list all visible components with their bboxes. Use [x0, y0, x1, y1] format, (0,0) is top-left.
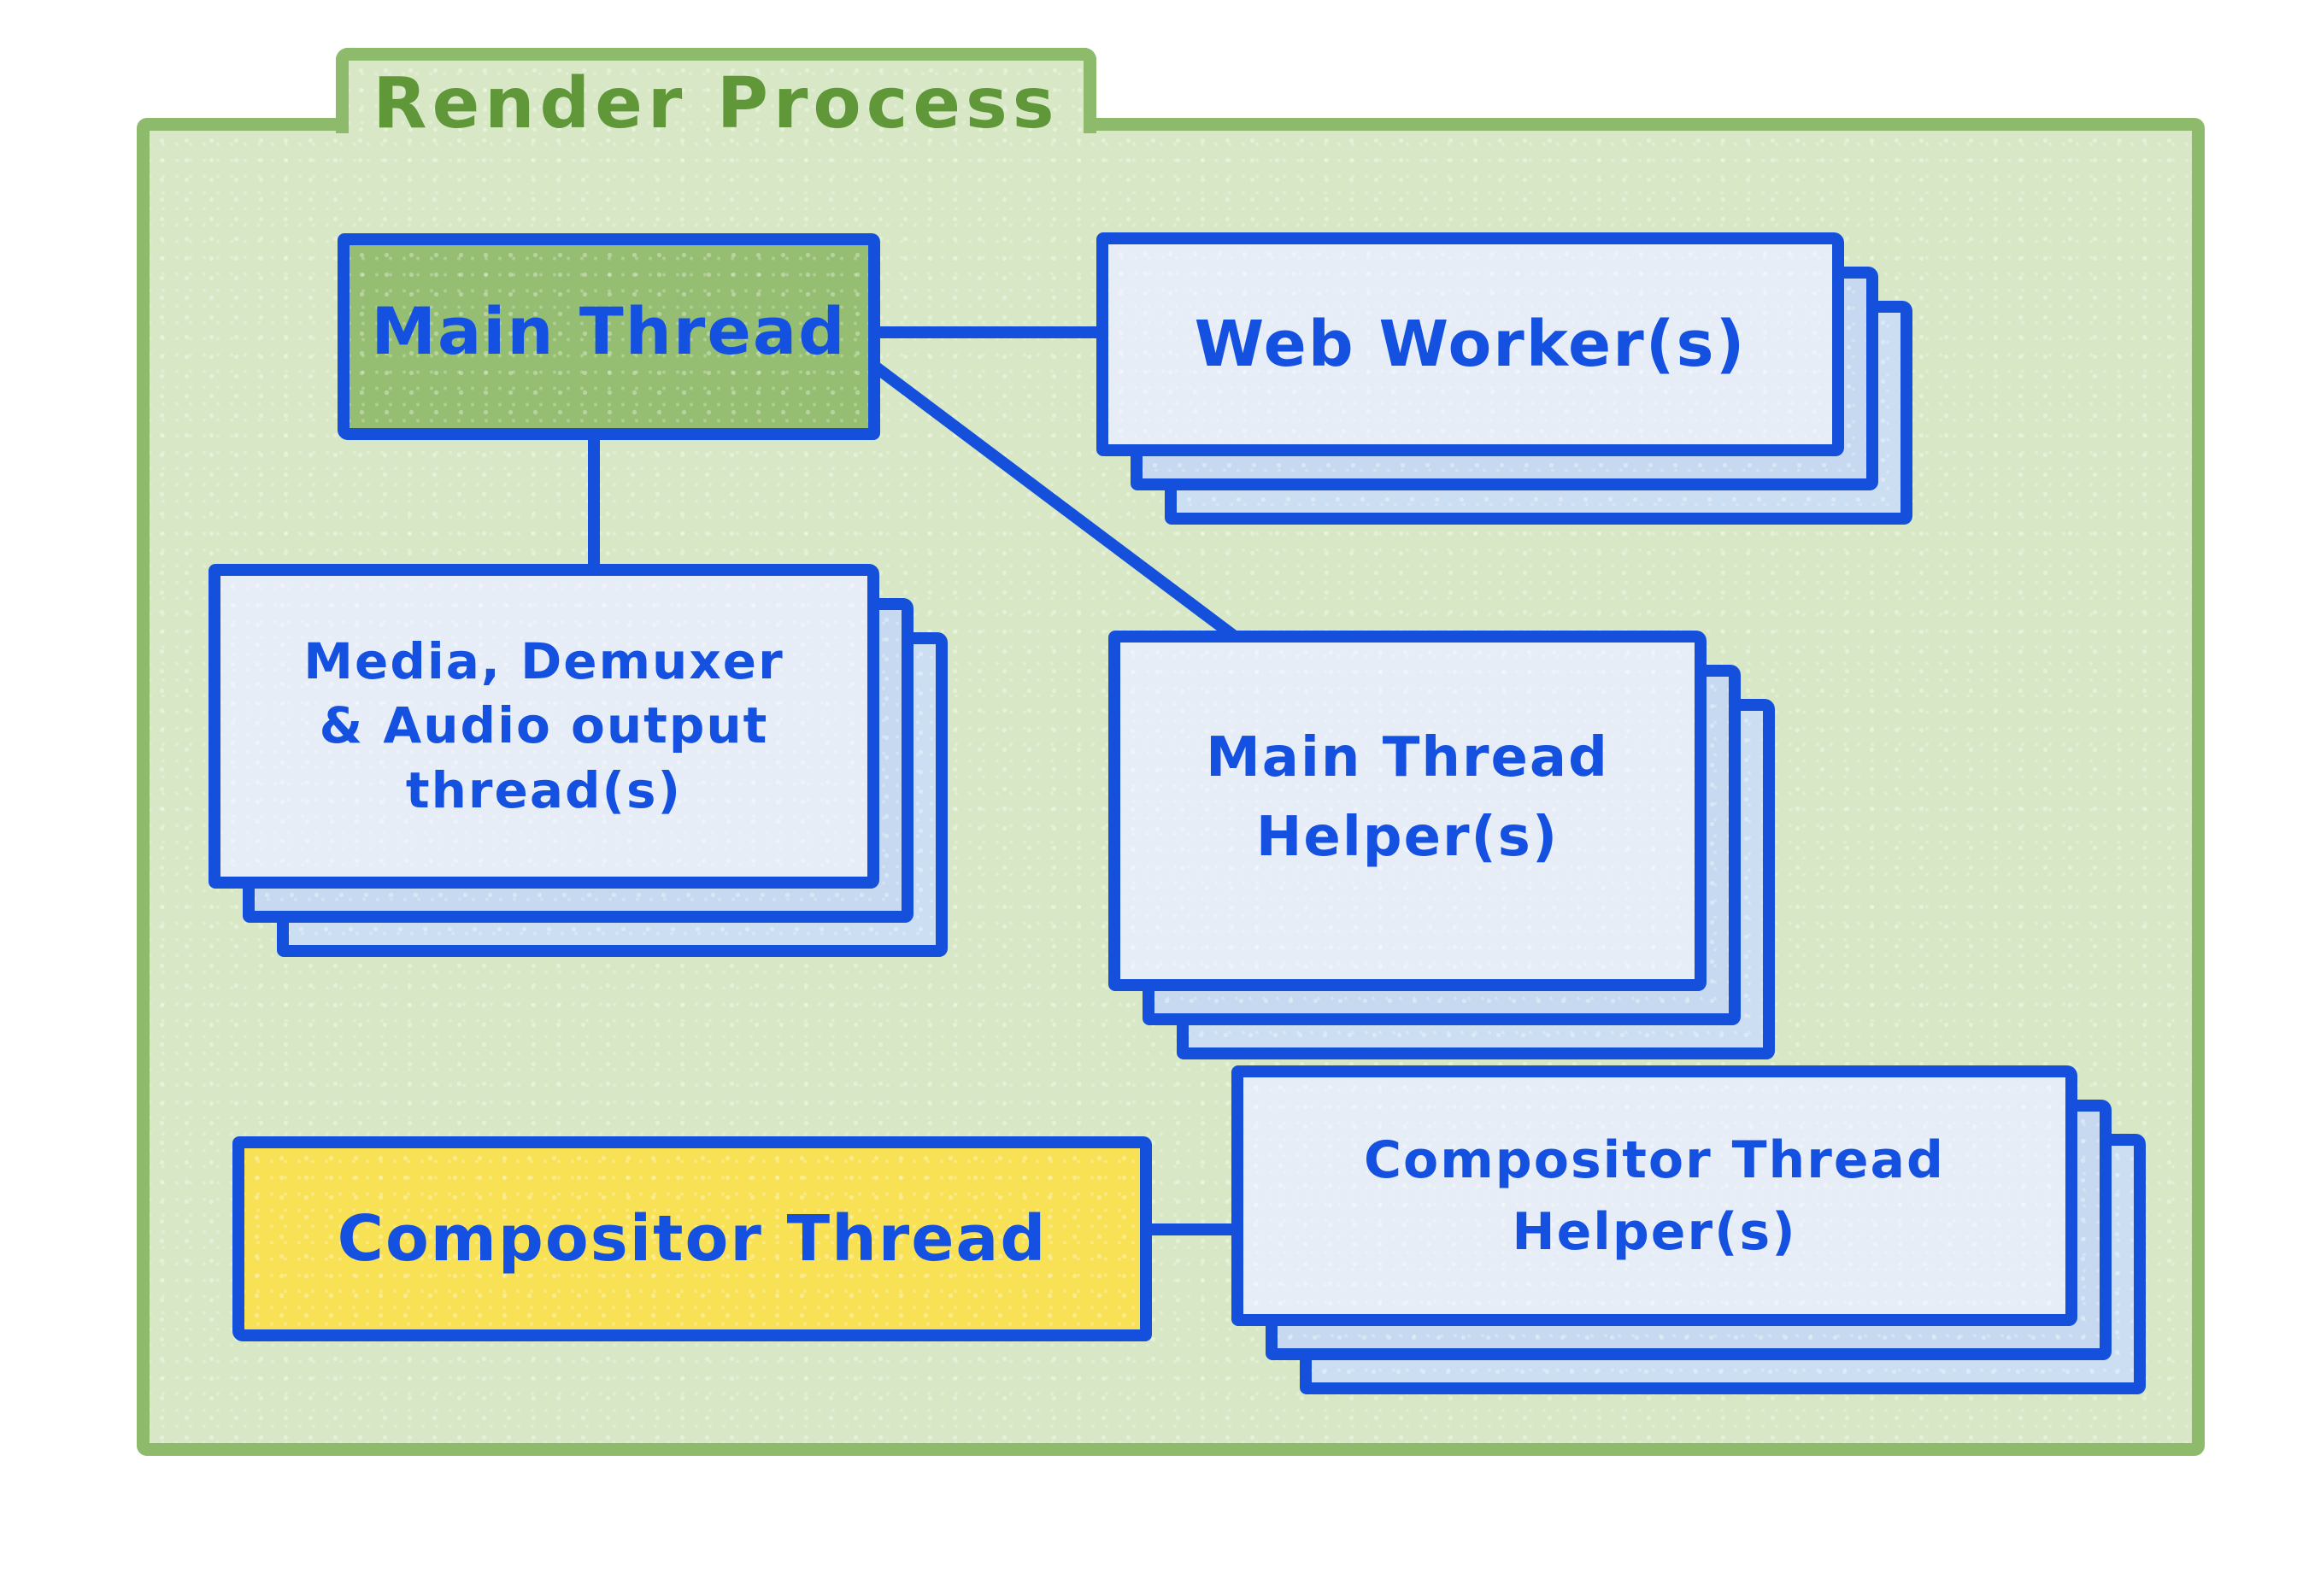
main-thread-label: Main Thread [371, 292, 847, 369]
render-process-tab [336, 48, 1096, 133]
compositor-thread-label: Compositor Thread [337, 1202, 1048, 1276]
main-thread-helpers-label: Main Thread Helper(s) [1206, 726, 1609, 869]
edge-main-thread-to-media-threads [588, 431, 600, 578]
node-compositor-thread: Compositor Thread [232, 1136, 1152, 1341]
edge-compositor-thread-to-compositor-helpers [1143, 1223, 1242, 1235]
media-threads-label: Media, Demuxer & Audio output thread(s) [303, 631, 784, 819]
compositor-helpers-label: Compositor Thread Helper(s) [1364, 1130, 1945, 1262]
compositor-helpers-card-front: Compositor Thread Helper(s) [1231, 1065, 2077, 1326]
diagram-title: Render Process [373, 62, 1060, 144]
web-workers-card-front: Web Worker(s) [1096, 232, 1844, 456]
web-workers-label: Web Worker(s) [1194, 308, 1747, 381]
media-threads-card-front: Media, Demuxer & Audio output thread(s) [209, 564, 879, 889]
edge-main-thread-to-web-workers [872, 326, 1104, 338]
main-thread-helpers-card-front: Main Thread Helper(s) [1108, 631, 1707, 991]
node-main-thread: Main Thread [338, 233, 880, 440]
